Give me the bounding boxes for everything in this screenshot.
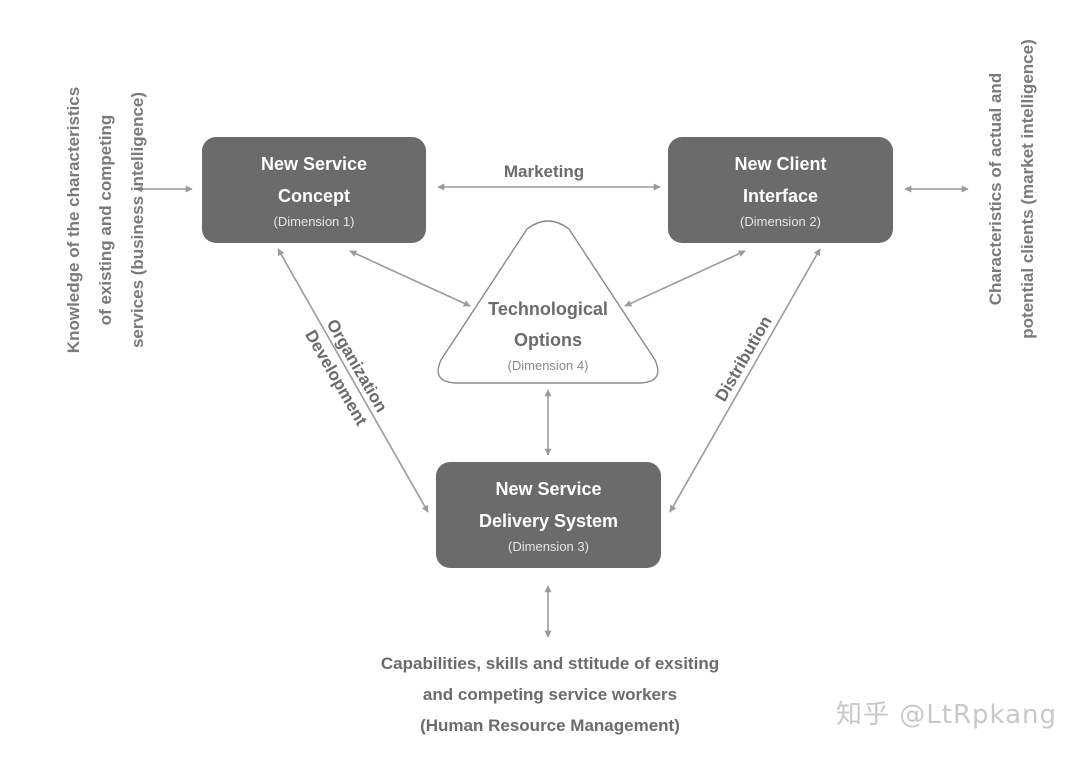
technology-triangle [437, 220, 659, 384]
delivery-title-line2: Delivery System [478, 511, 619, 531]
technology-title-line2: Options [514, 330, 582, 350]
interface-title-line2: Interface [742, 186, 819, 206]
left-external-line3: services (business intelligence) [128, 91, 147, 349]
right-external-line1: Characteristics of actual and [986, 72, 1005, 306]
bottom-external-line1: Capabilities, skills and sttitude of exs… [380, 654, 720, 673]
delivery-title-line1: New Service [495, 479, 602, 499]
delivery-dimension: (Dimension 3) [508, 539, 589, 554]
arrow-distribution [669, 248, 821, 513]
left-external-line1: Knowledge of the characteristics [64, 86, 83, 354]
bottom-external-line3: (Human Resource Management) [420, 716, 680, 735]
interface-dimension: (Dimension 2) [740, 214, 821, 229]
node-new-service-delivery-system: New Service Delivery System (Dimension 3… [436, 462, 661, 568]
right-external-text: Characteristics of actual and potential … [980, 0, 1044, 389]
bottom-external-line2: and competing service workers [422, 685, 678, 704]
right-external-line2: potential clients (market intelligence) [1018, 39, 1037, 339]
arrow-organization-development [277, 248, 429, 513]
node-new-client-interface: New Client Interface (Dimension 2) [668, 137, 893, 243]
marketing-label: Marketing [503, 162, 585, 181]
concept-dimension: (Dimension 1) [273, 214, 355, 229]
bottom-external-text: Capabilities, skills and sttitude of exs… [340, 648, 760, 741]
concept-title-line1: New Service [260, 154, 368, 174]
interface-title-line1: New Client [734, 154, 827, 174]
left-external-text: Knowledge of the characteristics of exis… [58, 10, 154, 430]
node-technological-options: Technological Options (Dimension 4) [448, 294, 648, 375]
watermark: 知乎 @LtRpkang [836, 700, 1058, 730]
technology-title-line1: Technological [488, 299, 608, 319]
concept-title-line2: Concept [278, 186, 350, 206]
node-new-service-concept: New Service Concept (Dimension 1) [202, 137, 426, 243]
technology-dimension: (Dimension 4) [507, 358, 589, 373]
left-external-line2: of existing and competing [96, 114, 115, 326]
